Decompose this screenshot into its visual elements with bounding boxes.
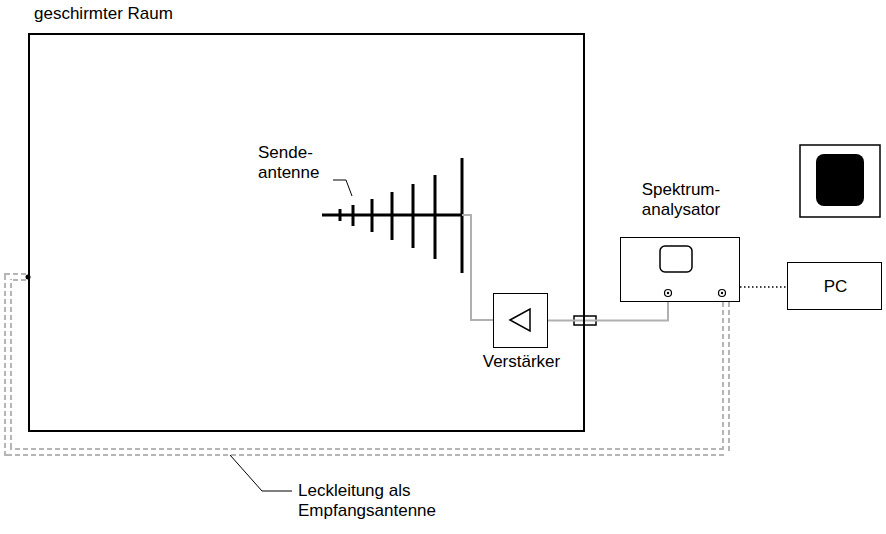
antenna-cable: [462, 215, 493, 320]
analyzer-socket: [667, 292, 669, 294]
monitor: [800, 145, 880, 217]
cable-connector: [548, 302, 668, 321]
cable-line: [8, 277, 726, 452]
pc-box: PC: [787, 262, 882, 310]
amplifier-label: Verstärker: [464, 352, 579, 372]
cable-line: [8, 277, 726, 452]
cable-connector: [8, 275, 726, 453]
analyzer-socket: [721, 292, 723, 294]
monitor-screen: [816, 154, 864, 206]
leader-line: [230, 455, 292, 491]
antenna-label: Sende- antenne: [258, 143, 333, 183]
analyzer-label: Spektrum- analysator: [631, 180, 731, 220]
analyzer-screen: [660, 246, 692, 272]
analyzer-socket: [665, 290, 672, 297]
cable-line: [548, 302, 668, 321]
amplifier-symbol: [494, 294, 546, 346]
spectrum-analyzer: Spektrum- analysator: [620, 237, 740, 302]
amplifier-box: Verstärker: [493, 293, 548, 348]
analyzer-front: [621, 238, 738, 300]
amplifier-triangle: [510, 309, 530, 331]
pc-label: PC: [788, 277, 883, 297]
log-periodic-antenna: [322, 158, 462, 273]
cable-connector: [740, 287, 787, 288]
cable-line: [740, 286, 787, 288]
analyzer-socket: [719, 290, 726, 297]
shielded-room: geschirmter RaumVerstärker: [28, 33, 585, 432]
room-title: geschirmter Raum: [34, 4, 334, 24]
leak-cable-label: Leckleitung als Empfangsantenne: [298, 481, 498, 521]
